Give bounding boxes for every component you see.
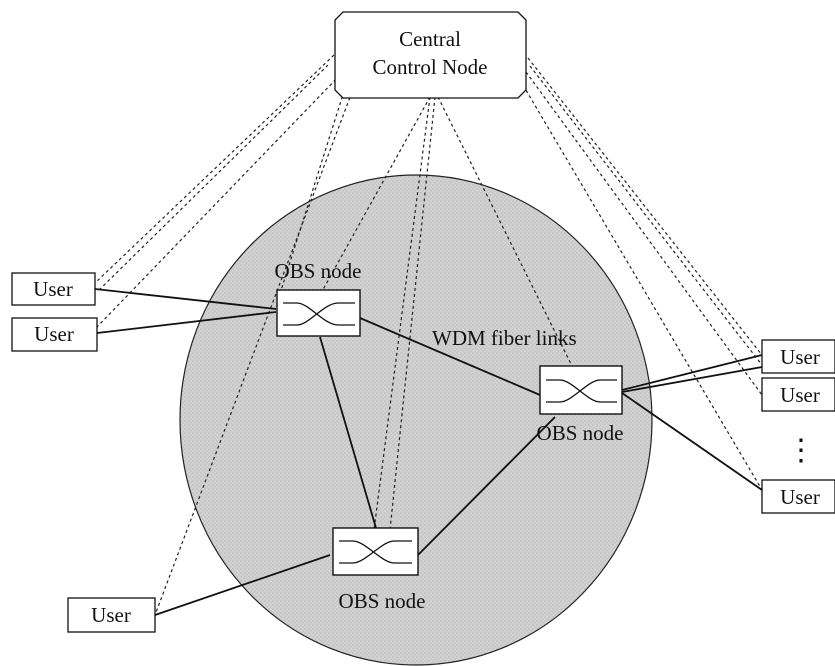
fiber-link-left-bottom (319, 336, 377, 529)
user-label: User (780, 345, 820, 369)
user-box-bottom-left: User (67, 597, 156, 633)
control-link-user-top (94, 54, 335, 284)
access-link-user-bottom (154, 554, 331, 616)
user-box-right-1: User (761, 339, 835, 374)
access-link-user-r1 (621, 354, 763, 391)
more-users-ellipsis: ⋮ (786, 434, 816, 467)
control-link-obs-left (277, 84, 347, 301)
access-link-user-r2 (621, 366, 763, 393)
control-node-label-line2: Control Node (373, 55, 488, 79)
obs-node-bottom: OBS node (332, 527, 426, 613)
wdm-fiber-links-label: WDM fiber links (432, 326, 577, 350)
control-link-obs-bottom (373, 96, 431, 531)
central-control-node (334, 11, 527, 99)
access-link-user-r4 (621, 392, 763, 491)
access-link-user-1 (94, 288, 277, 310)
control-links (94, 54, 763, 616)
obs-node-bottom-label: OBS node (339, 589, 426, 613)
control-link-user-r4 (519, 79, 763, 491)
obs-node-left-label: OBS node (275, 259, 362, 283)
control-link-user-r3 (525, 71, 763, 396)
control-link-obs-right (437, 96, 581, 383)
user-box-right-2: User (761, 377, 835, 412)
obs-node-left: OBS node (275, 259, 362, 337)
control-link-obs-bottom-2 (389, 96, 436, 531)
fiber-link-left-right (359, 317, 541, 396)
obs-node-right: OBS node (537, 365, 624, 445)
control-link-obs-left-2 (319, 96, 431, 296)
user-label: User (91, 603, 131, 627)
user-box-left-1: User (11, 272, 96, 306)
user-label: User (33, 277, 73, 301)
user-box-left-2: User (11, 317, 98, 352)
control-link-user-second (96, 74, 341, 328)
access-link-user-2 (96, 311, 277, 334)
obs-node-right-label: OBS node (537, 421, 624, 445)
user-label: User (34, 322, 74, 346)
control-node-label-line1: Central (399, 27, 461, 51)
fiber-link-bottom-right (417, 416, 556, 556)
user-label: User (780, 383, 820, 407)
user-box-right-3: User (761, 479, 835, 514)
fiber-links (94, 288, 763, 616)
user-label: User (780, 485, 820, 509)
